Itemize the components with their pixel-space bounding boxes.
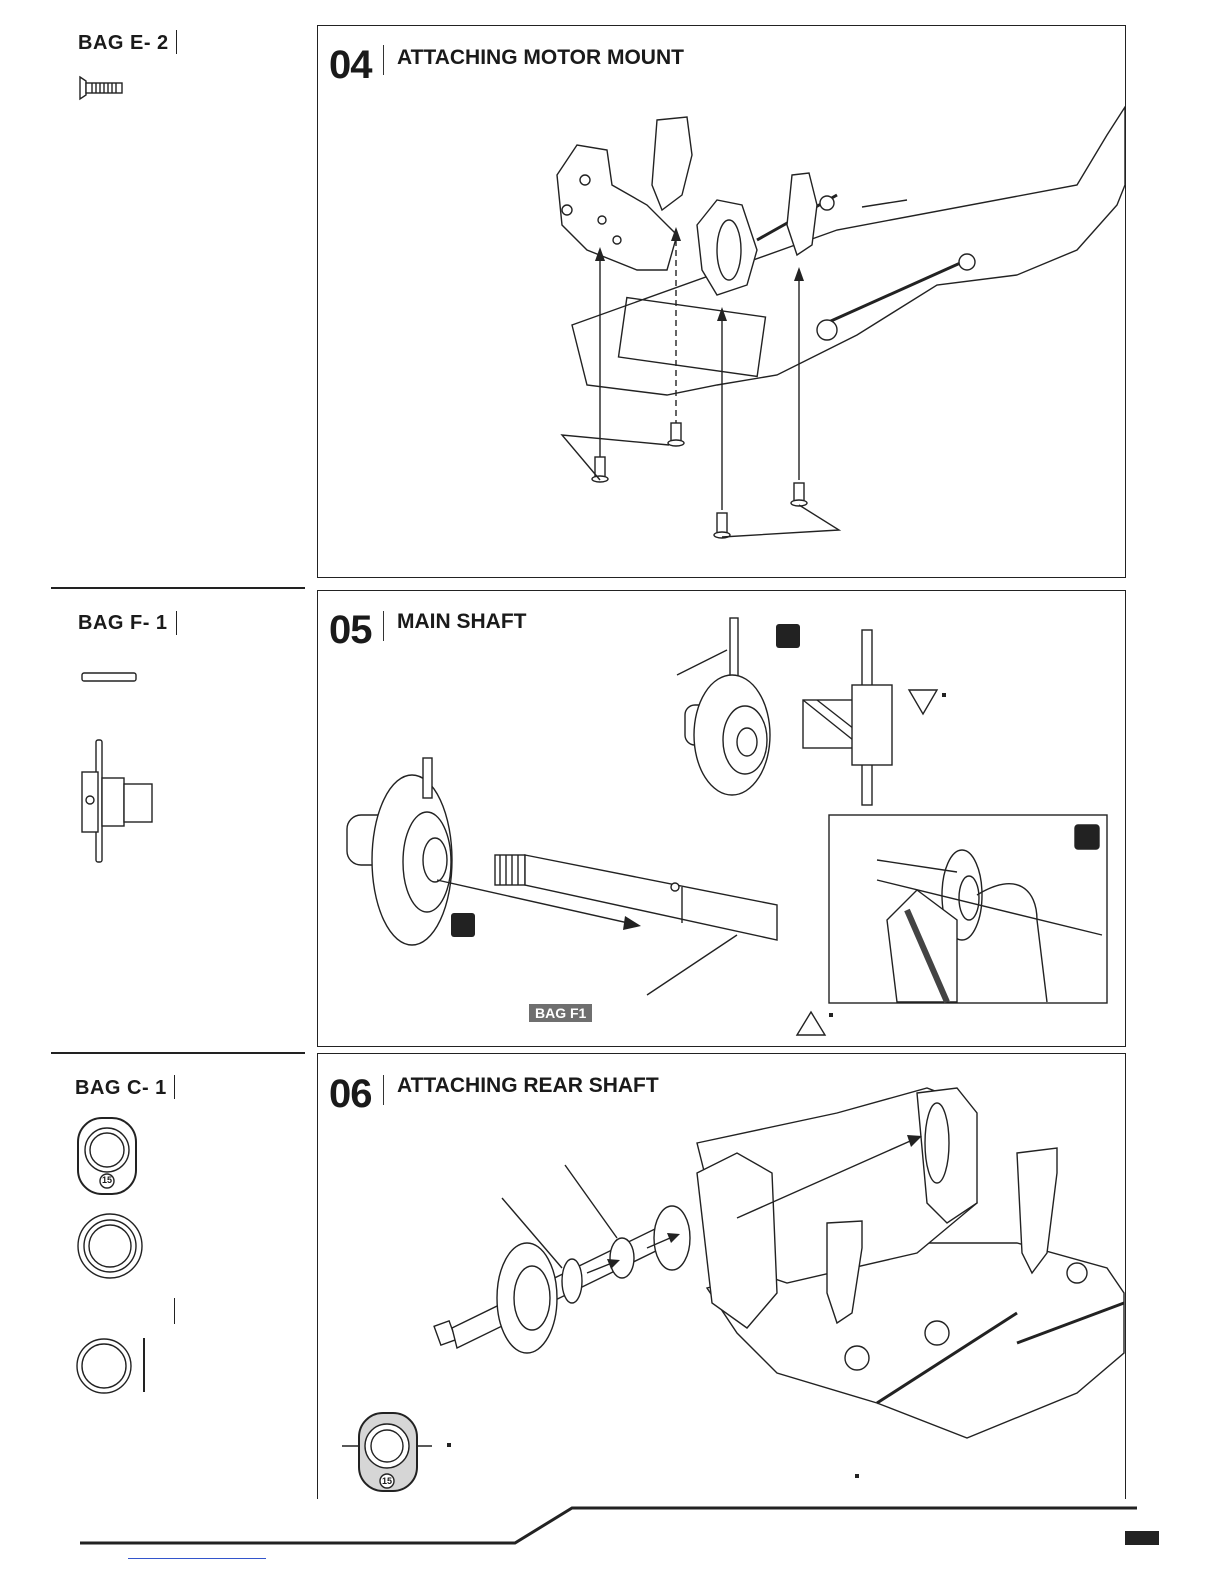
shim-ring-icon [76,1336,156,1396]
bag-c1-subdivider [174,1298,175,1324]
ring-bearing-icon [76,1212,146,1282]
sidebar-divider-2 [51,1052,305,1054]
note-dot-1 [942,693,946,697]
rear-shaft-diagram [317,1053,1124,1498]
page-number-box [1125,1531,1159,1545]
step-06-washer-label: 15 [377,1476,397,1486]
bag-f1-divider [176,611,177,635]
bag-e2-divider [176,30,177,54]
bag-e2-title: BAG E- 2 [78,32,169,55]
footer-link-underline [128,1558,266,1559]
pulley-hub-icon [74,738,164,864]
pin-icon [80,670,140,686]
bag-f1-title: BAG F- 1 [78,612,168,635]
note-dot-4 [855,1474,859,1478]
washer-label: 15 [97,1175,117,1185]
main-shaft-diagram [317,590,1124,1045]
page-footer-rule [0,1498,1225,1558]
note-dot-2 [829,1013,833,1017]
screw-icon [78,75,128,105]
bag-f1-tag: BAG F1 [529,1004,592,1022]
sidebar-divider-1 [51,587,305,589]
bearing-washer-icon [76,1116,140,1198]
motor-mount-diagram [317,25,1124,576]
note-dot-3 [447,1443,451,1447]
bag-c1-divider [174,1075,175,1099]
bag-c1-title: BAG C- 1 [75,1077,167,1100]
